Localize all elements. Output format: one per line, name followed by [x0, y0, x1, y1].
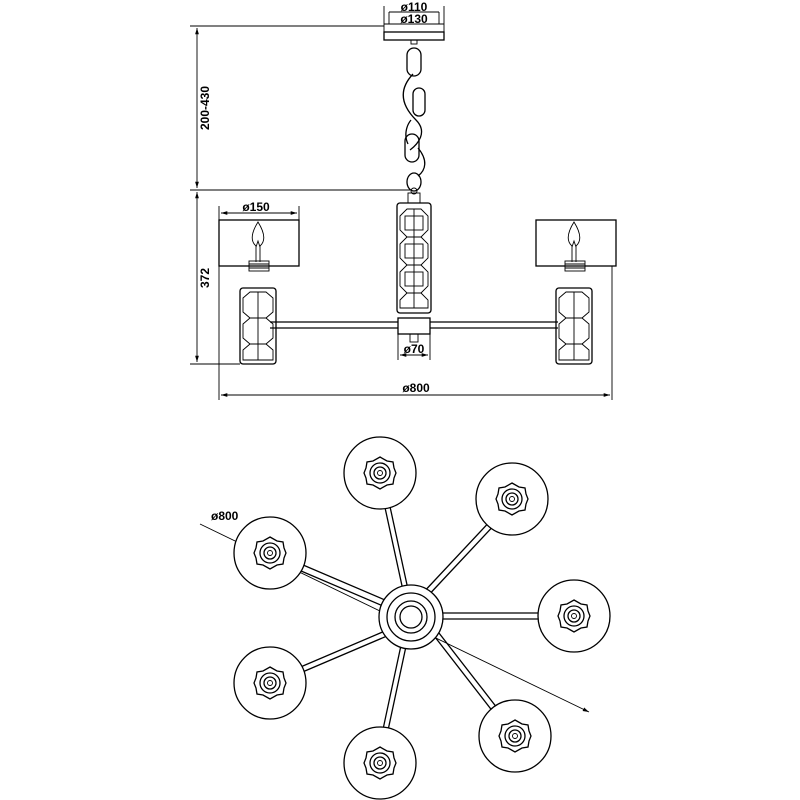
side-elevation-view: ø110 ø130 200-430 — [190, 0, 617, 400]
canopy-inner-label: ø110 — [401, 0, 428, 14]
plan-lamp-right — [537, 579, 611, 653]
plan-view: ø800 — [199, 436, 611, 800]
side-arms — [270, 321, 558, 329]
plan-lamp-bottom-left — [233, 646, 307, 720]
ceiling-canopy — [383, 31, 445, 45]
hanging-chain — [402, 47, 426, 195]
total-diameter-dimension: ø800 — [218, 266, 613, 400]
center-crystal-column: ø70 — [396, 192, 432, 360]
shade-diameter-dimension: ø150 — [218, 200, 300, 220]
plan-diameter-label: ø800 — [211, 509, 239, 523]
plan-lamp-top-right — [475, 462, 549, 536]
chain-height-label: 200-430 — [198, 86, 212, 130]
body-height-dimension: 372 — [190, 192, 240, 365]
chain-height-dimension: 200-430 — [190, 25, 410, 191]
left-lamp — [218, 219, 300, 365]
canopy-dimension: ø110 ø130 — [383, 0, 445, 32]
center-diameter-label: ø70 — [404, 342, 425, 356]
plan-lamp-left — [233, 516, 307, 590]
canopy-outer-label: ø130 — [400, 12, 428, 26]
plan-center-hub — [378, 584, 444, 650]
plan-lamp-top — [343, 436, 417, 510]
total-diameter-label: ø800 — [402, 381, 430, 395]
right-lamp — [535, 219, 617, 365]
plan-lamp-bottom-right — [478, 699, 552, 773]
shade-diameter-label: ø150 — [242, 200, 270, 214]
plan-lamp-bottom — [343, 726, 417, 800]
body-height-label: 372 — [198, 268, 212, 288]
